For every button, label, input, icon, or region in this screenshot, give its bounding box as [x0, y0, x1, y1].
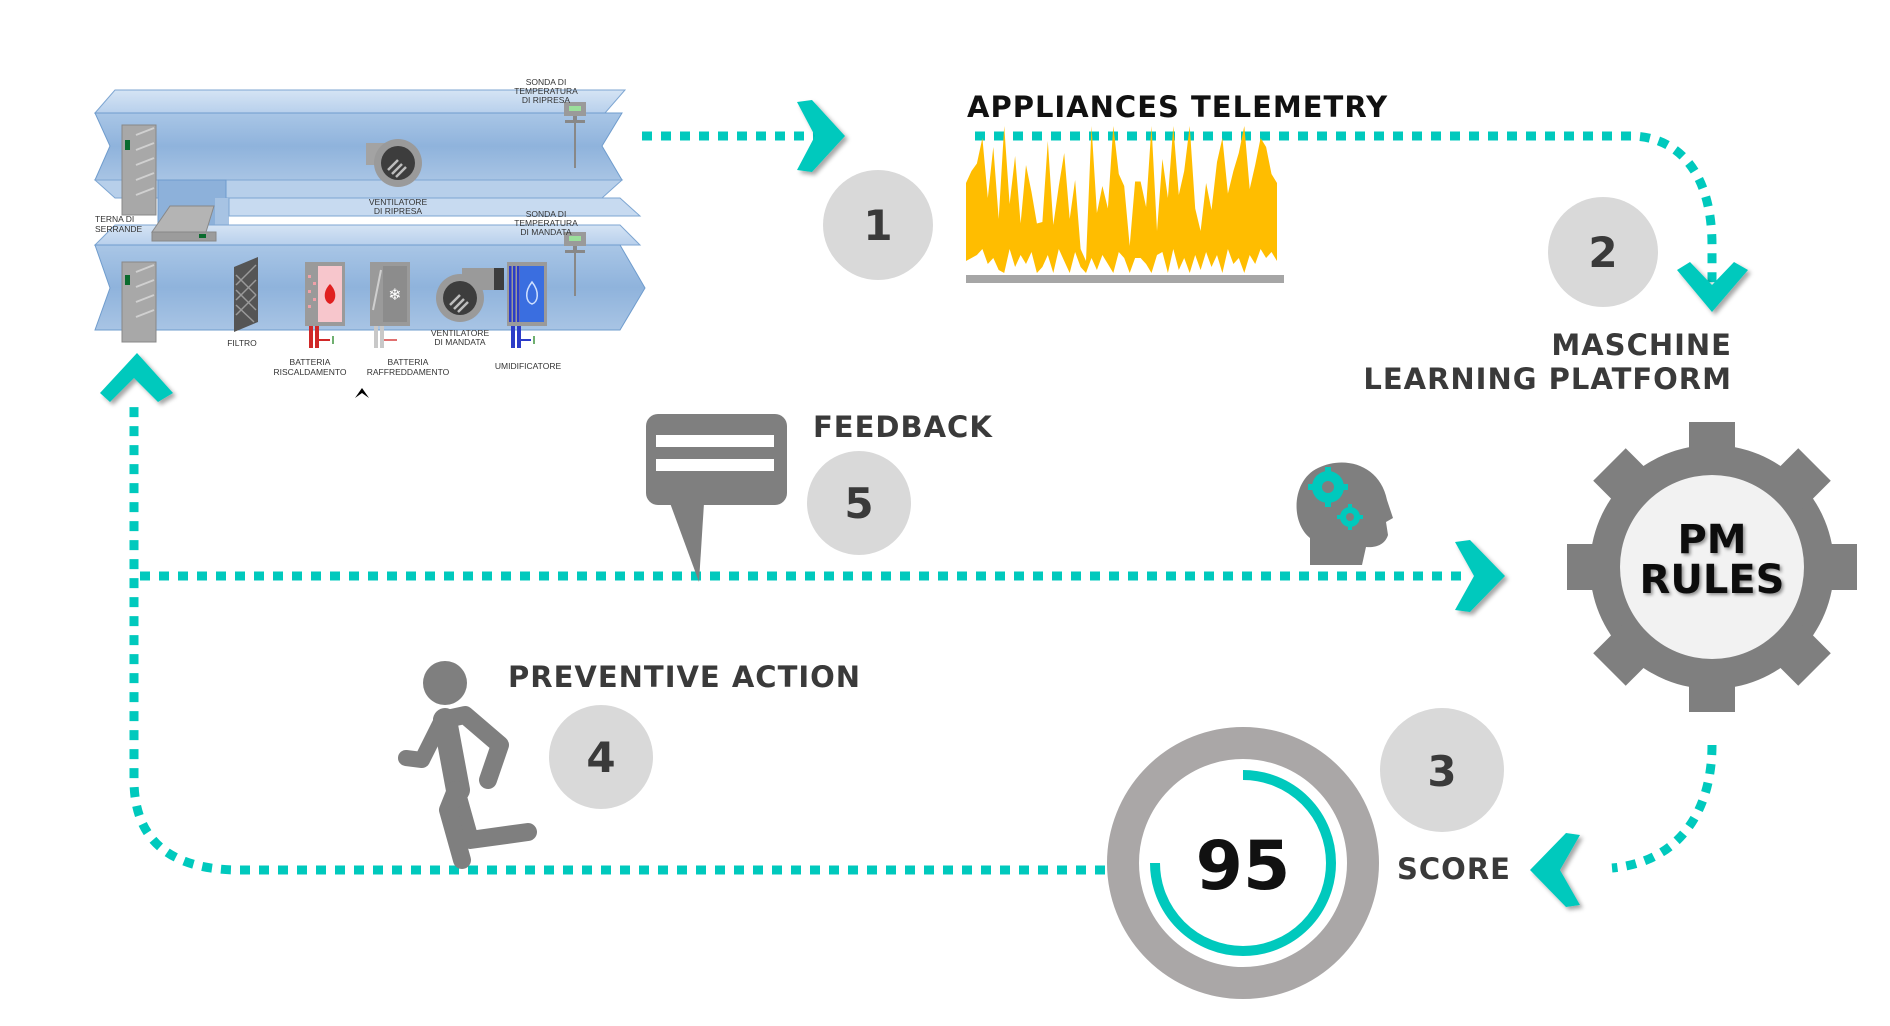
- return-sensor-label-line1: SONDA DI: [526, 77, 567, 87]
- damper-mixing: [151, 205, 217, 242]
- arrow-left-icon: [1530, 833, 1580, 907]
- gear-tooth: [1689, 422, 1735, 462]
- feedback-speech-bubble-icon: [646, 414, 787, 582]
- step-3-circle: [1380, 708, 1504, 832]
- step-5-number: 5: [844, 479, 873, 528]
- filter-label: FILTRO: [227, 338, 257, 348]
- damper-return: [121, 124, 157, 216]
- humidifier-label: UMIDIFICATORE: [495, 361, 562, 371]
- telemetry-area: [966, 126, 1277, 273]
- step-4-circle: [549, 705, 653, 809]
- flow-line-to-appliances: [129, 400, 1105, 875]
- step-5: 5: [807, 451, 911, 555]
- arrow-down-icon: [1677, 262, 1748, 312]
- supply-fan-label-line2: DI MANDATA: [434, 337, 485, 347]
- cooling-coil-label-line1: BATTERIA: [388, 357, 429, 367]
- dampers-label-line1: TERNA DI: [95, 214, 134, 224]
- return-fan-icon: [366, 139, 422, 187]
- gear-tooth: [1817, 544, 1857, 590]
- supply-sensor-label-line1: SONDA DI: [526, 209, 567, 219]
- gear-tooth: [1769, 448, 1831, 510]
- score-gauge-progress-arc: [1150, 770, 1336, 956]
- humidifier-icon: [507, 262, 547, 348]
- cursor-marker-icon: [355, 388, 369, 398]
- preventive-action-label: PREVENTIVE ACTION: [508, 660, 861, 694]
- step-1-number: 1: [863, 201, 892, 250]
- return-fan-label-line2: DI RIPRESA: [374, 206, 423, 216]
- svg-text:❄: ❄: [388, 285, 401, 304]
- flow-line-to-score: [1611, 744, 1717, 873]
- score-value: 95: [1196, 827, 1291, 906]
- supply-sensor-label-line3: DI MANDATA: [520, 227, 571, 237]
- return-duct: [93, 89, 627, 199]
- supply-fan-label-line1: VENTILATORE: [431, 328, 490, 338]
- step-4-number: 4: [586, 733, 615, 782]
- step-2-number: 2: [1588, 228, 1617, 277]
- gear-tooth: [1593, 624, 1655, 686]
- supply-sensor-label-line2: TEMPERATURA: [514, 218, 578, 228]
- return-temp-sensor-icon: [564, 102, 586, 168]
- step-2-circle: [1548, 197, 1658, 307]
- head-gears-icon: [1296, 462, 1393, 565]
- feedback-label: FEEDBACK: [813, 410, 993, 444]
- arrow-right-icon-feedback: [1455, 540, 1505, 612]
- telemetry-baseline: [966, 275, 1284, 283]
- step-3: 3: [1380, 708, 1504, 832]
- ml-platform-label-line1: MASCHINE: [1551, 328, 1732, 362]
- gear-inner-circle: [1620, 475, 1804, 659]
- gear-tooth: [1689, 672, 1735, 712]
- score-gauge: 95: [1107, 727, 1379, 999]
- gear-label-line1: PM: [1677, 517, 1746, 563]
- step-5-circle: [807, 451, 911, 555]
- gear-tooth: [1567, 544, 1607, 590]
- heating-coil-label-line2: RISCALDAMENTO: [273, 367, 346, 377]
- gear-tooth: [1593, 448, 1655, 510]
- return-sensor-label-line2: TEMPERATURA: [514, 86, 578, 96]
- telemetry-title: APPLIANCES TELEMETRY: [967, 90, 1388, 124]
- gear-tooth: [1769, 624, 1831, 686]
- heating-coil-label-line1: BATTERIA: [290, 357, 331, 367]
- arrow-right-icon: [797, 100, 845, 172]
- telemetry-chart: [966, 126, 1277, 273]
- arrowheads: [100, 100, 1748, 907]
- heating-coil-icon: [305, 262, 345, 348]
- flow-lines: [129, 131, 1717, 875]
- supply-fan-icon: [436, 268, 504, 322]
- return-sensor-label-line3: DI RIPRESA: [522, 95, 571, 105]
- step-3-number: 3: [1427, 747, 1456, 796]
- step-1-circle: [823, 170, 933, 280]
- step-4: 4: [549, 705, 653, 809]
- step-1: 1: [823, 170, 933, 280]
- damper-supply: [121, 261, 157, 343]
- score-label: SCORE: [1397, 852, 1511, 886]
- ml-platform-label-line2: LEARNING PLATFORM: [1363, 362, 1732, 396]
- hvac-diagram: TERNA DI SERRANDE VENTILATORE DI RIPRESA…: [93, 77, 646, 398]
- dampers-label-line2: SERRANDE: [95, 224, 143, 234]
- cooling-coil-label-line2: RAFFREDDAMENTO: [367, 367, 450, 377]
- gear-label-line2: RULES: [1640, 557, 1785, 603]
- supply-temp-sensor-icon: [564, 232, 586, 296]
- flow-line-to-ml-platform: [975, 131, 1717, 290]
- step-2: 2: [1548, 197, 1658, 307]
- filter-icon: [234, 257, 258, 332]
- arrow-up-icon: [100, 353, 173, 402]
- running-person-icon: [398, 661, 537, 869]
- cooling-coil-icon: ❄: [370, 262, 410, 348]
- score-gauge-outer-ring: [1107, 727, 1379, 999]
- return-fan-label-line1: VENTILATORE: [369, 197, 428, 207]
